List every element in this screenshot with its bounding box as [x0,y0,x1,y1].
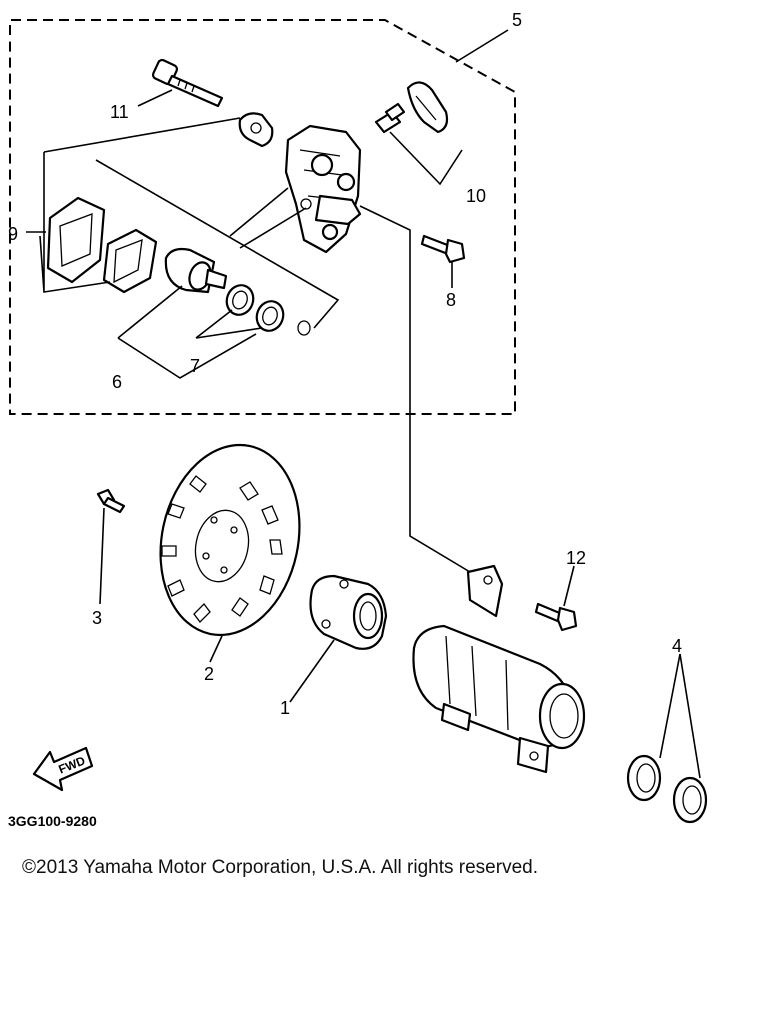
axle-housing [412,564,586,774]
caliper-pin-bracket [238,112,274,148]
disc-bolt-3 [96,488,126,514]
caliper-bolt-11 [151,58,224,108]
group-line-6 [117,285,257,379]
lock-nuts-4 [626,754,708,824]
brake-pads-9 [46,196,158,294]
callout-2: 2 [204,664,214,684]
piston-6 [164,247,228,294]
leader-12 [563,565,575,607]
copyright-notice: ©2013 Yamaha Motor Corporation, U.S.A. A… [22,857,538,878]
callout-3: 3 [92,608,102,628]
group-line-shim [95,159,340,329]
callout-9: 9 [8,224,18,244]
assembly-leader [359,205,471,573]
callout-12: 12 [566,548,586,568]
part-code: 3GG100-9280 [8,813,97,829]
brake-disc-2 [159,443,301,637]
hub-1 [309,574,388,650]
leader-4 [659,653,701,779]
fwd-arrow-icon: FWD [32,746,94,792]
group-line-10 [389,131,463,186]
bleed-screw-10 [374,81,449,134]
caliper-body [284,124,362,254]
callout-5: 5 [512,10,522,30]
leader-2 [209,635,223,663]
callout-4: 4 [672,636,682,656]
piston-seals-7 [225,284,311,336]
callout-10: 10 [466,186,486,206]
callout-6: 6 [112,372,122,392]
bolt-8 [420,234,466,264]
callout-1: 1 [280,698,290,718]
leader-5 [455,29,509,63]
group-line-9 [39,117,241,293]
bolt-12 [534,602,578,632]
leader-1 [289,639,335,703]
caliper-assembly-boundary [9,19,516,415]
callout-7: 7 [190,356,200,376]
leader-11 [137,89,173,107]
leader-3 [99,507,105,605]
callout-8: 8 [446,290,456,310]
group-line-7 [195,309,263,339]
callout-11: 11 [110,102,129,122]
